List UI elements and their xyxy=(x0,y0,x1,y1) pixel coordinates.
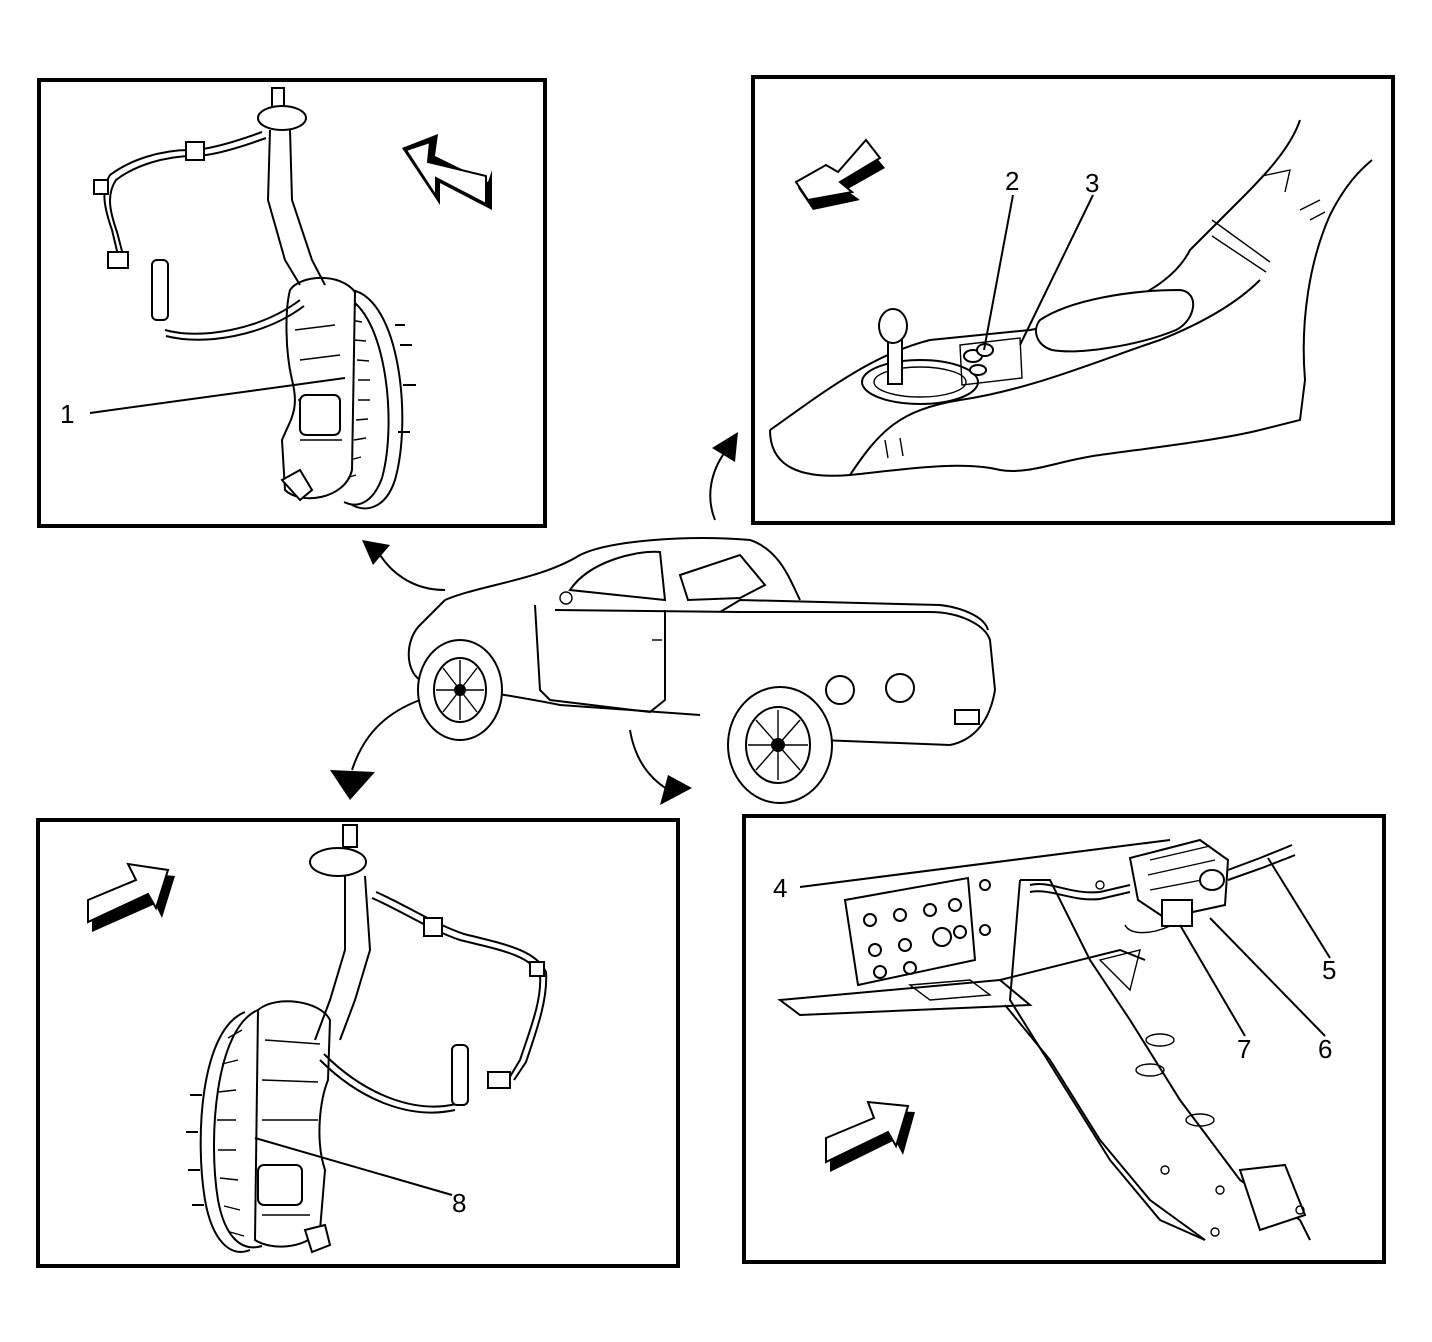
harness-clip xyxy=(423,917,443,937)
hose-fitting xyxy=(451,1044,469,1106)
wheel-speed-sensor-harness xyxy=(93,131,305,341)
panel-front-right-wheel: 8 xyxy=(36,818,680,1268)
mounting-bracket xyxy=(843,876,977,987)
tail-lamp xyxy=(885,673,915,703)
wheel-studs xyxy=(186,1094,204,1206)
panel-rear-frame: 4 5 6 7 xyxy=(742,814,1386,1264)
harness-clip xyxy=(93,179,109,195)
callout-label: 7 xyxy=(1237,1034,1251,1064)
leader-line xyxy=(254,1137,453,1196)
fuel-door xyxy=(825,675,855,705)
strut-assembly xyxy=(257,87,326,286)
callout-label: 6 xyxy=(1318,1034,1332,1064)
curved-pointer-arrow-icon xyxy=(362,540,446,591)
wheel-speed-sensor-harness xyxy=(319,891,548,1114)
brake-rotor xyxy=(339,289,404,510)
frame-rail xyxy=(777,879,1311,1241)
license-lamp xyxy=(954,709,980,725)
panel-frame xyxy=(751,75,1395,525)
view-direction-arrow-icon xyxy=(87,862,175,932)
callout-label: 1 xyxy=(60,399,74,429)
connector xyxy=(1161,899,1193,927)
panel-center-console: 2 3 xyxy=(751,75,1395,525)
leader-line xyxy=(1019,194,1094,346)
curved-pointer-arrow-icon xyxy=(330,699,421,800)
callout-label: 3 xyxy=(1085,168,1099,198)
sensor-connector xyxy=(107,251,129,269)
callout-label: 5 xyxy=(1322,955,1336,985)
view-direction-arrow-icon xyxy=(402,134,492,210)
brake-rotor xyxy=(199,1009,263,1253)
curved-pointer-arrow-icon xyxy=(709,432,738,521)
view-direction-arrow-icon xyxy=(825,1100,915,1172)
callout-label: 4 xyxy=(773,873,787,903)
floor-console xyxy=(769,119,1373,477)
wheel-studs xyxy=(395,324,416,433)
leader-line xyxy=(983,194,1014,351)
vehicle-illustration xyxy=(407,537,996,804)
hose-fitting xyxy=(151,259,169,321)
steering-knuckle xyxy=(253,1000,332,1254)
leader-line xyxy=(1179,924,1246,1037)
leader-line xyxy=(1209,917,1326,1037)
harness-clip xyxy=(185,141,205,161)
leader-line xyxy=(1267,857,1331,959)
curved-pointer-arrow-icon xyxy=(629,729,692,805)
shift-knob xyxy=(878,308,908,344)
brake-pressure-module xyxy=(979,838,1296,936)
leader-line xyxy=(89,377,346,414)
strut-assembly xyxy=(309,824,372,1041)
harness-clip xyxy=(529,961,545,977)
view-direction-arrow-icon xyxy=(794,138,885,210)
panel-front-left-wheel: 1 xyxy=(37,78,547,528)
console-switch xyxy=(969,364,987,376)
callout-label: 2 xyxy=(1005,166,1019,196)
leader-line xyxy=(799,839,1171,888)
callout-label: 8 xyxy=(452,1188,466,1218)
sensor-connector xyxy=(487,1071,511,1089)
steering-knuckle xyxy=(280,276,357,502)
